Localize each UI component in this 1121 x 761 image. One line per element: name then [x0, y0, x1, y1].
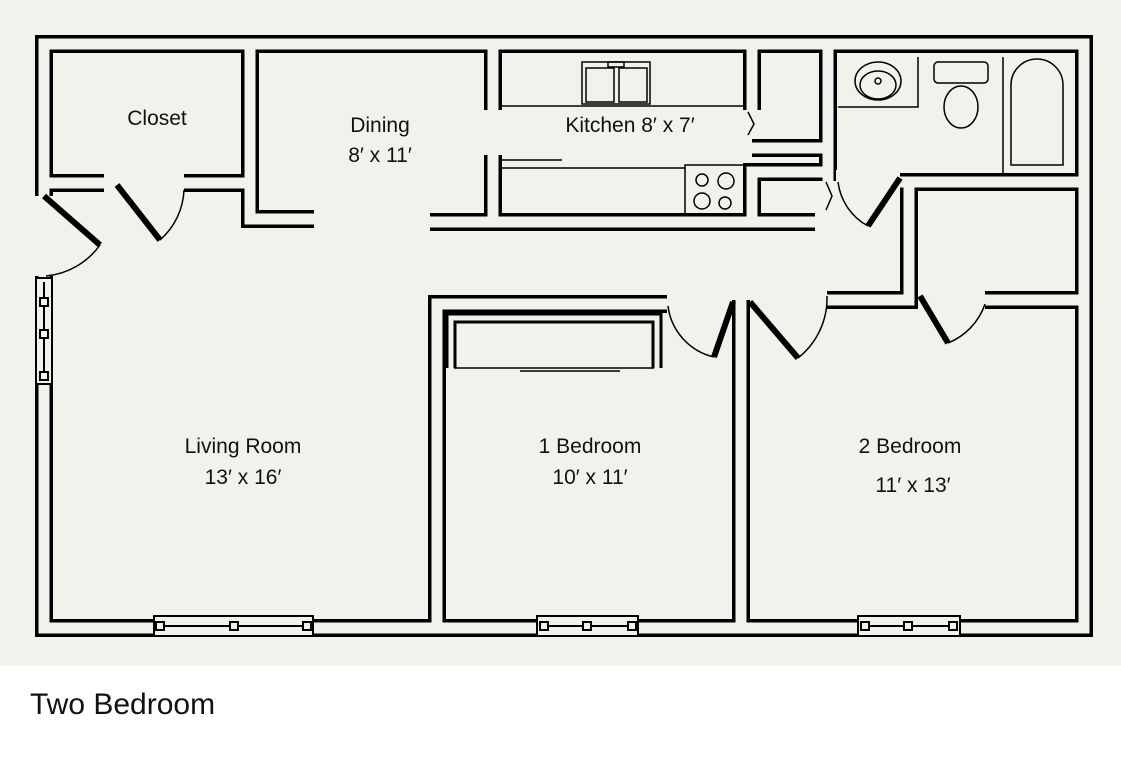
room-label-kitchen: Kitchen 8′ x 7′: [565, 114, 695, 137]
bedroom-2-door[interactable]: [747, 295, 828, 360]
room-size-bedroom-2: 11′ x 13′: [875, 474, 951, 497]
front-door[interactable]: [42, 193, 102, 277]
bathtub: [1002, 57, 1064, 174]
sliding-closet-door: [454, 367, 654, 372]
bathroom-door[interactable]: [837, 176, 903, 228]
bedroom-2-closet-door[interactable]: [917, 294, 986, 345]
room-label-living-room: Living Room: [184, 435, 302, 458]
walls: [35, 35, 1093, 637]
linen-bifold-door[interactable]: [825, 181, 833, 211]
room-size-living-room: 13′ x 16′: [204, 466, 282, 489]
toilet: [933, 61, 989, 129]
floor-plan-background: [0, 0, 1121, 666]
plan-title: Two Bedroom: [30, 688, 216, 721]
kitchen-sink: [581, 61, 651, 105]
windows: [35, 277, 961, 637]
room-label-bedroom-1: 1 Bedroom: [538, 435, 642, 458]
bedroom-1-door[interactable]: [667, 301, 736, 358]
floor-plan: [35, 35, 1093, 637]
room-label-closet: Closet: [127, 107, 187, 130]
closet-door[interactable]: [114, 183, 185, 242]
room-label-bedroom-2: 2 Bedroom: [858, 435, 962, 458]
room-label-dining: Dining: [350, 114, 410, 137]
bedroom1-closet-wall: [445, 312, 663, 368]
pantry-bifold-door[interactable]: [747, 111, 755, 136]
room-size-dining: 8′ x 11′: [348, 144, 412, 167]
bathroom-sink: [838, 57, 919, 108]
stove: [684, 164, 746, 216]
room-size-bedroom-1: 10′ x 11′: [552, 466, 628, 489]
